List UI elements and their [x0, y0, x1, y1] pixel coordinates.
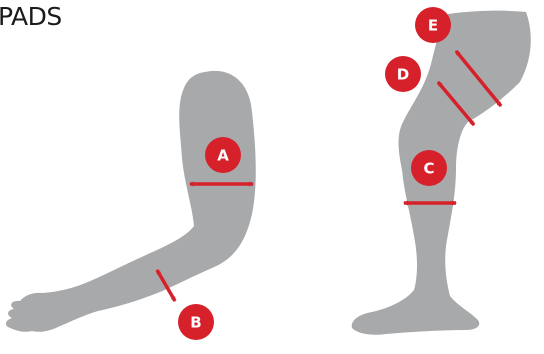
marker-a-label: A	[217, 147, 229, 165]
arm-silhouette-icon	[6, 71, 256, 332]
marker-c: C	[411, 150, 447, 186]
marker-d: D	[385, 56, 421, 92]
marker-e: E	[415, 7, 451, 43]
marker-a: A	[205, 137, 241, 173]
marker-d-label: D	[397, 66, 409, 84]
marker-b: B	[178, 304, 214, 340]
marker-c-label: C	[423, 160, 434, 178]
marker-e-label: E	[428, 17, 438, 35]
marker-b-label: B	[190, 314, 201, 332]
